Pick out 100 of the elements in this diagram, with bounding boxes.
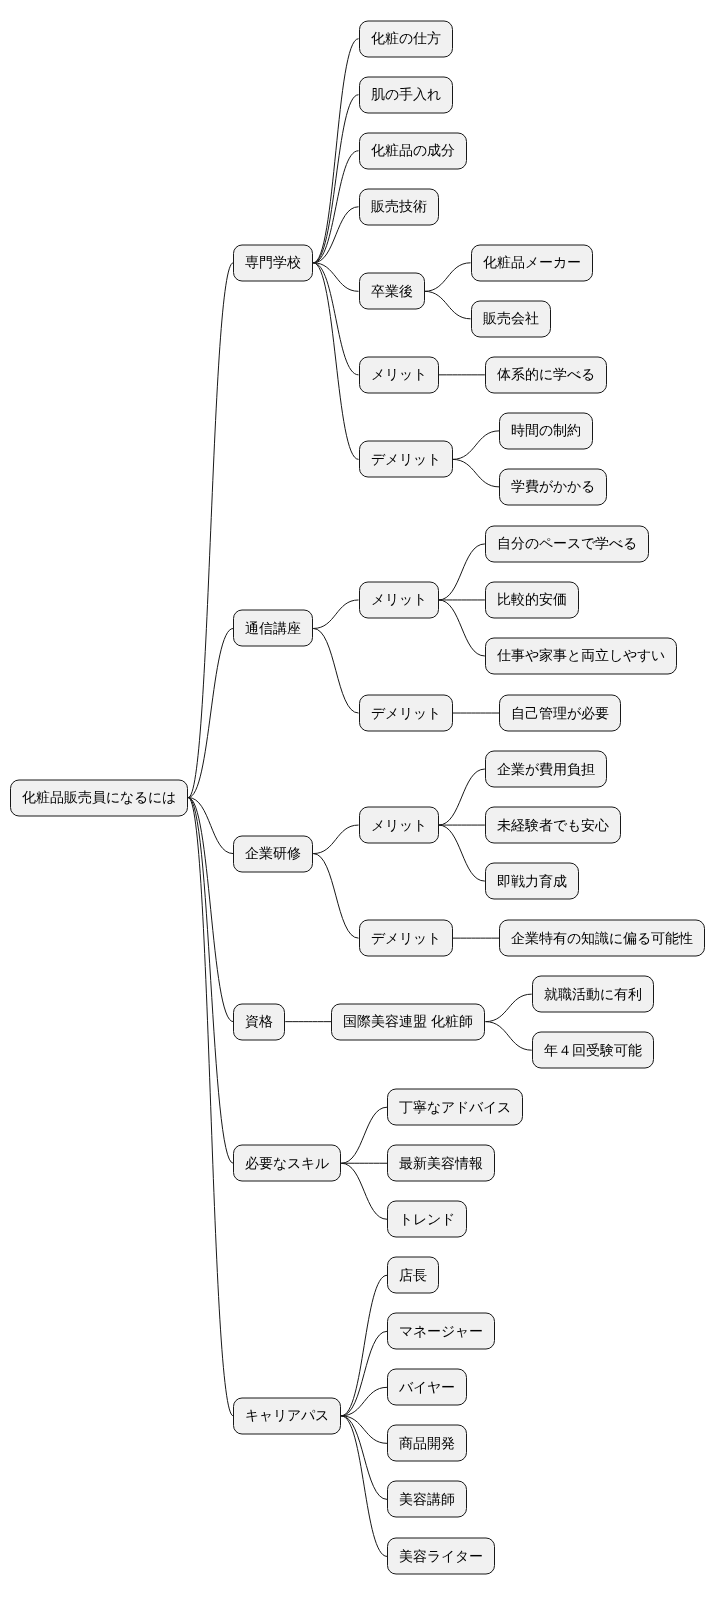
topic-box	[387, 1088, 524, 1126]
connector-line	[187, 797, 234, 1417]
topic-label: トレンド	[399, 1210, 456, 1229]
connector-line	[187, 797, 234, 1164]
connector-line	[438, 599, 486, 657]
topic-label: デメリット	[370, 450, 441, 469]
connector-line	[452, 712, 500, 714]
topic-label: 化粧品の成分	[370, 141, 455, 160]
topic-box	[358, 356, 439, 394]
topic-box	[387, 1256, 440, 1294]
topic-label: 自己管理が必要	[511, 704, 610, 722]
topic-label: メリット	[370, 816, 427, 835]
topic-box	[358, 919, 453, 957]
topic-label: 専門学校	[245, 253, 302, 272]
topic-box	[358, 76, 453, 114]
topic-box	[358, 272, 425, 310]
topic-box	[387, 1200, 468, 1238]
topic-label: 体系的に学べる	[496, 365, 595, 384]
topic-box	[387, 1424, 468, 1462]
connector-line	[312, 853, 360, 939]
topic-box	[484, 862, 579, 900]
topic-label: 学費がかかる	[511, 477, 596, 496]
topic-label: 化粧品販売員になるには	[22, 788, 177, 807]
connector-line	[312, 627, 360, 714]
topic-box	[233, 244, 314, 282]
topic-label: 企業研修	[245, 844, 302, 863]
topic-label: 就職活動に有利	[543, 985, 642, 1004]
connector-line	[438, 824, 486, 882]
topic-label: デメリット	[370, 704, 441, 722]
topic-box	[387, 1480, 468, 1518]
topic-box	[499, 694, 622, 732]
connector-line	[340, 1415, 388, 1557]
topic-box	[331, 1003, 486, 1041]
topic-box	[358, 440, 453, 478]
topic-label: 最新美容情報	[399, 1154, 484, 1173]
topic-box	[499, 412, 594, 450]
topic-label: 資格	[245, 1012, 274, 1031]
topic-box	[387, 1368, 468, 1406]
topic-label: 年４回受験可能	[543, 1041, 642, 1060]
topic-label: メリット	[370, 590, 427, 609]
topic-label: 丁寧なアドバイス	[399, 1098, 512, 1117]
topic-box	[484, 525, 649, 563]
topic-box	[470, 300, 551, 338]
topic-label: 卒業後	[370, 282, 413, 301]
topic-label: 必要なスキル	[245, 1154, 330, 1173]
connector-line	[438, 374, 486, 376]
connector-line	[424, 262, 472, 292]
topic-label: 企業が費用負担	[496, 760, 595, 779]
topic-box	[484, 637, 677, 675]
topic-label: バイヤー	[399, 1378, 456, 1397]
topic-box	[10, 779, 189, 817]
topic-box	[531, 975, 654, 1013]
topic-box	[233, 1144, 342, 1182]
connector-line	[187, 262, 234, 799]
connector-line	[424, 290, 472, 320]
topic-label: 化粧の仕方	[370, 29, 441, 48]
topic-label: 肌の手入れ	[370, 85, 441, 104]
topic-box	[387, 1144, 496, 1182]
connector-line	[284, 1021, 332, 1023]
topic-label: 仕事や家事と両立しやすい	[496, 646, 665, 665]
topic-label: 化粧品メーカー	[482, 253, 581, 272]
topic-box	[233, 609, 314, 647]
connector-line	[312, 94, 360, 264]
connector-line	[312, 262, 360, 460]
connector-line	[340, 1106, 388, 1164]
connector-line	[187, 797, 234, 855]
topic-box	[358, 188, 439, 226]
connector-line	[340, 1415, 388, 1444]
topic-box	[358, 132, 467, 170]
topic-label: 即戦力育成	[496, 872, 567, 891]
topic-box	[358, 20, 453, 58]
connector-line	[452, 430, 500, 460]
topic-box	[531, 1031, 654, 1069]
connector-line	[485, 1021, 533, 1051]
topic-box	[499, 919, 706, 957]
topic-label: 企業特有の知識に偏る可能性	[511, 929, 694, 948]
topic-box	[499, 468, 608, 506]
topic-box	[484, 581, 579, 619]
topic-box	[358, 806, 439, 844]
topic-box	[387, 1312, 496, 1350]
topic-label: デメリット	[370, 929, 441, 948]
topic-box	[233, 1397, 342, 1435]
topic-label: 国際美容連盟 化粧師	[343, 1012, 474, 1031]
topic-box	[233, 835, 314, 873]
topic-label: 店長	[399, 1266, 428, 1285]
topic-box	[233, 1003, 286, 1041]
topic-box	[484, 750, 607, 788]
topic-box	[387, 1537, 496, 1575]
topic-box	[358, 694, 453, 732]
connector-line	[452, 458, 500, 488]
connector-line	[340, 1162, 388, 1220]
topic-label: 美容講師	[399, 1490, 456, 1509]
connector-line	[187, 627, 234, 799]
connector-line	[312, 262, 360, 292]
topic-label: 販売技術	[370, 197, 427, 216]
topic-label: 販売会社	[482, 309, 539, 328]
connector-line	[452, 937, 500, 939]
topic-label: マネージャー	[399, 1322, 484, 1341]
topic-label: 商品開発	[399, 1434, 456, 1453]
topic-label: 比較的安価	[496, 590, 567, 609]
